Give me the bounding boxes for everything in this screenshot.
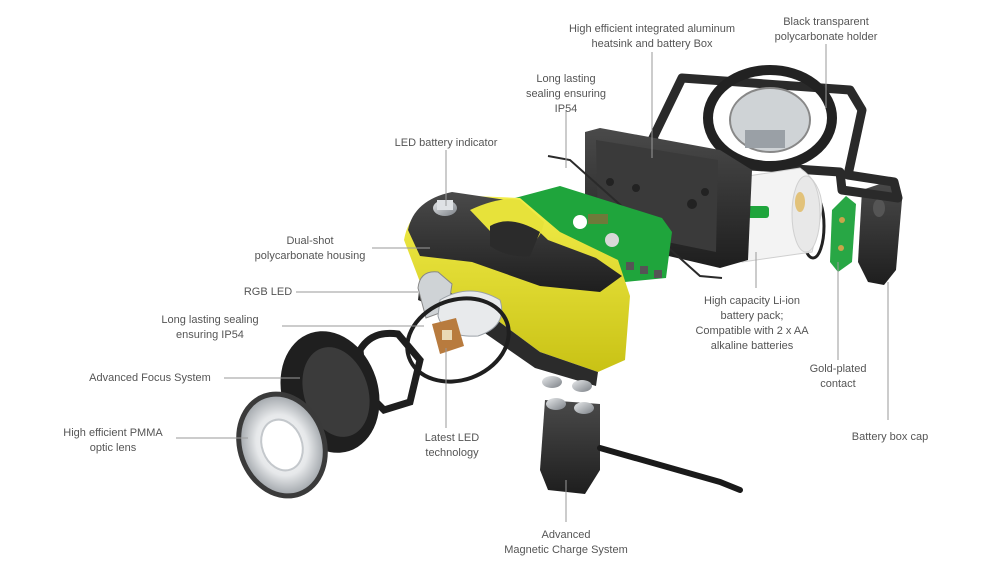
label-latest-led: Latest LED technology	[424, 432, 480, 459]
battery-pack	[734, 167, 823, 263]
magnetic-charger	[540, 376, 743, 494]
led-battery-indicator	[433, 200, 457, 216]
label-battery: High capacity Li-ion battery pack; Compa…	[695, 295, 809, 352]
label-battery-cap: Battery box cap	[851, 431, 929, 443]
battery-box-cap	[858, 180, 902, 285]
label-magnetic: Advanced Magnetic Charge System	[504, 529, 628, 556]
label-gold-contact: Gold-plated contact	[809, 363, 867, 390]
label-housing: Dual-shot polycarbonate housing	[254, 235, 366, 262]
label-heatsink: High efficient integrated aluminum heats…	[568, 23, 736, 50]
label-focus: Advanced Focus System	[89, 372, 211, 384]
pmma-optic-lens	[236, 391, 328, 499]
label-optic: High efficient PMMA optic lens	[63, 427, 163, 454]
label-rgb-led: RGB LED	[243, 286, 293, 298]
label-sealing-top: Long lasting sealing ensuring IP54	[525, 73, 607, 115]
gold-plated-contact	[830, 196, 856, 272]
label-sealing-left: Long lasting sealing ensuring IP54	[161, 314, 259, 341]
label-led-indicator: LED battery indicator	[394, 137, 498, 149]
polycarbonate-holder	[647, 65, 903, 203]
latest-led-board	[432, 318, 464, 354]
leader-lines	[176, 44, 889, 522]
label-holder: Black transparent polycarbonate holder	[774, 16, 878, 43]
focus-inner-ring	[356, 329, 424, 414]
front-seal-ring	[405, 296, 511, 384]
